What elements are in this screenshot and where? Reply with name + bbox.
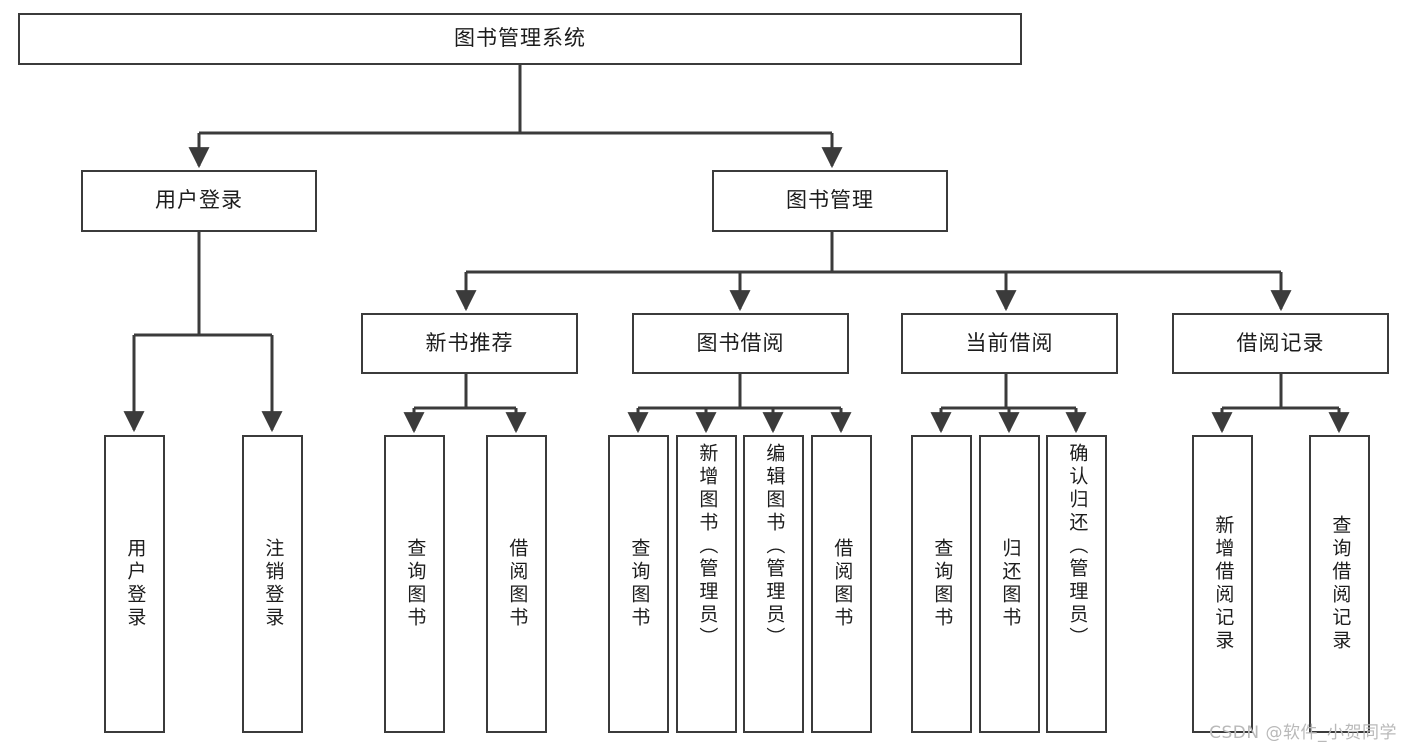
node-leaf-add-borrow-record[interactable]: 新增借阅记录 — [1192, 435, 1253, 733]
node-leaf-query-borrow-record[interactable]: 查询借阅记录 — [1309, 435, 1370, 733]
node-leaf-add-book-label: 新增图书（管理员） — [696, 443, 719, 650]
node-leaf-query-book-1[interactable]: 查询图书 — [384, 435, 445, 733]
node-book-management-label: 图书管理 — [786, 188, 874, 213]
node-root-title[interactable]: 图书管理系统 — [18, 13, 1022, 65]
node-leaf-return-book-label: 归还图书 — [999, 538, 1022, 630]
node-root-title-label: 图书管理系统 — [454, 26, 586, 51]
node-leaf-query-book-1-label: 查询图书 — [404, 538, 427, 630]
node-leaf-borrow-book-1-label: 借阅图书 — [506, 538, 529, 630]
node-leaf-edit-book-label: 编辑图书（管理员） — [763, 443, 786, 650]
node-borrow-record-label: 借阅记录 — [1236, 330, 1325, 355]
node-leaf-query-book-2[interactable]: 查询图书 — [608, 435, 669, 733]
node-leaf-return-book[interactable]: 归还图书 — [979, 435, 1040, 733]
node-leaf-logout-login[interactable]: 注销登录 — [242, 435, 303, 733]
node-current-borrow[interactable]: 当前借阅 — [901, 313, 1118, 374]
node-current-borrow-label: 当前借阅 — [965, 330, 1054, 355]
node-new-book-recommend-label: 新书推荐 — [425, 330, 514, 355]
node-leaf-query-book-3[interactable]: 查询图书 — [911, 435, 972, 733]
node-leaf-user-login-label: 用户登录 — [124, 538, 147, 630]
node-user-login[interactable]: 用户登录 — [81, 170, 317, 232]
node-borrow-record[interactable]: 借阅记录 — [1172, 313, 1389, 374]
node-leaf-borrow-book-2-label: 借阅图书 — [831, 538, 854, 630]
node-new-book-recommend[interactable]: 新书推荐 — [361, 313, 578, 374]
node-book-borrow-label: 图书借阅 — [696, 330, 785, 355]
node-leaf-borrow-book-2[interactable]: 借阅图书 — [811, 435, 872, 733]
node-user-login-label: 用户登录 — [155, 188, 243, 213]
node-leaf-confirm-return[interactable]: 确认归还（管理员） — [1046, 435, 1107, 733]
node-leaf-logout-login-label: 注销登录 — [262, 538, 285, 630]
node-book-borrow[interactable]: 图书借阅 — [632, 313, 849, 374]
node-leaf-query-borrow-record-label: 查询借阅记录 — [1329, 515, 1352, 653]
node-leaf-query-book-3-label: 查询图书 — [931, 538, 954, 630]
node-leaf-add-book[interactable]: 新增图书（管理员） — [676, 435, 737, 733]
node-leaf-user-login[interactable]: 用户登录 — [104, 435, 165, 733]
node-leaf-add-borrow-record-label: 新增借阅记录 — [1212, 515, 1235, 653]
node-leaf-confirm-return-label: 确认归还（管理员） — [1066, 443, 1089, 650]
node-leaf-edit-book[interactable]: 编辑图书（管理员） — [743, 435, 804, 733]
node-leaf-query-book-2-label: 查询图书 — [628, 538, 651, 630]
node-book-management[interactable]: 图书管理 — [712, 170, 948, 232]
node-leaf-borrow-book-1[interactable]: 借阅图书 — [486, 435, 547, 733]
